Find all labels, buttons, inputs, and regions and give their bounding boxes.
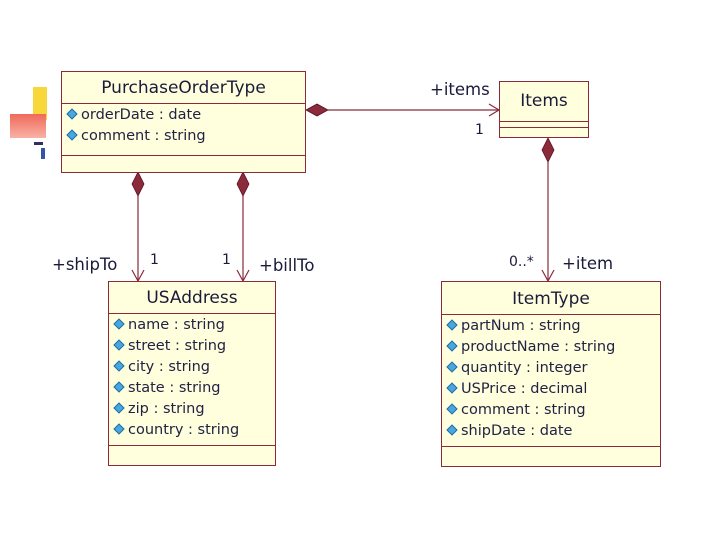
class-name: ItemType (442, 282, 660, 315)
public-attribute-icon (446, 424, 458, 436)
public-attribute-icon (446, 361, 458, 373)
role-item-label: +item (562, 254, 614, 273)
attribute: street : string (109, 336, 275, 357)
attribute: city : string (109, 357, 275, 378)
public-attribute-icon (113, 423, 125, 435)
public-attribute-icon (113, 339, 125, 351)
public-attribute-icon (446, 340, 458, 352)
attribute: shipDate : date (442, 421, 660, 442)
attribute-compartment: orderDate : date comment : string (62, 104, 305, 156)
composition-diamond-bill-to (236, 171, 250, 197)
attribute-compartment: name : string street : string city : str… (109, 314, 275, 446)
attribute: orderDate : date (62, 105, 305, 126)
class-purchase-order-type[interactable]: PurchaseOrderType orderDate : date comme… (61, 71, 306, 173)
attribute: comment : string (62, 126, 305, 147)
attribute-compartment: partNum : string productName : string qu… (442, 315, 660, 447)
composition-diamond-ship-to (131, 171, 145, 197)
attribute: quantity : integer (442, 358, 660, 379)
public-attribute-icon (113, 402, 125, 414)
role-ship-to-label: +shipTo (52, 255, 118, 274)
attribute: partNum : string (442, 316, 660, 337)
class-name: Items (500, 82, 588, 122)
attribute: zip : string (109, 399, 275, 420)
public-attribute-icon (113, 360, 125, 372)
multiplicity-bill-to-label: 1 (222, 252, 231, 268)
public-attribute-icon (113, 381, 125, 393)
attribute: name : string (109, 315, 275, 336)
decor-blue-mark (41, 148, 45, 159)
public-attribute-icon (113, 318, 125, 330)
role-bill-to-label: +billTo (259, 256, 315, 275)
class-item-type[interactable]: ItemType partNum : string productName : … (441, 281, 661, 467)
public-attribute-icon (446, 319, 458, 331)
multiplicity-ship-to-label: 1 (150, 252, 159, 268)
class-name: PurchaseOrderType (62, 72, 305, 104)
composition-diamond-items (305, 103, 329, 117)
class-name: USAddress (109, 282, 275, 314)
public-attribute-icon (446, 382, 458, 394)
decor-red-block (10, 114, 46, 138)
multiplicity-items-label: 1 (475, 122, 484, 138)
composition-diamond-item (541, 137, 555, 163)
public-attribute-icon (66, 129, 78, 141)
attribute: state : string (109, 378, 275, 399)
attribute: USPrice : decimal (442, 379, 660, 400)
public-attribute-icon (446, 403, 458, 415)
public-attribute-icon (66, 108, 78, 120)
multiplicity-item-label: 0..* (509, 254, 534, 270)
decor-dash (34, 142, 43, 145)
attribute: country : string (109, 420, 275, 441)
attribute-compartment (500, 122, 588, 128)
decor-yellow-block (33, 87, 47, 120)
class-us-address[interactable]: USAddress name : string street : string … (108, 281, 276, 466)
role-items-label: +items (430, 80, 490, 99)
class-items[interactable]: Items (499, 81, 589, 138)
attribute: comment : string (442, 400, 660, 421)
attribute: productName : string (442, 337, 660, 358)
